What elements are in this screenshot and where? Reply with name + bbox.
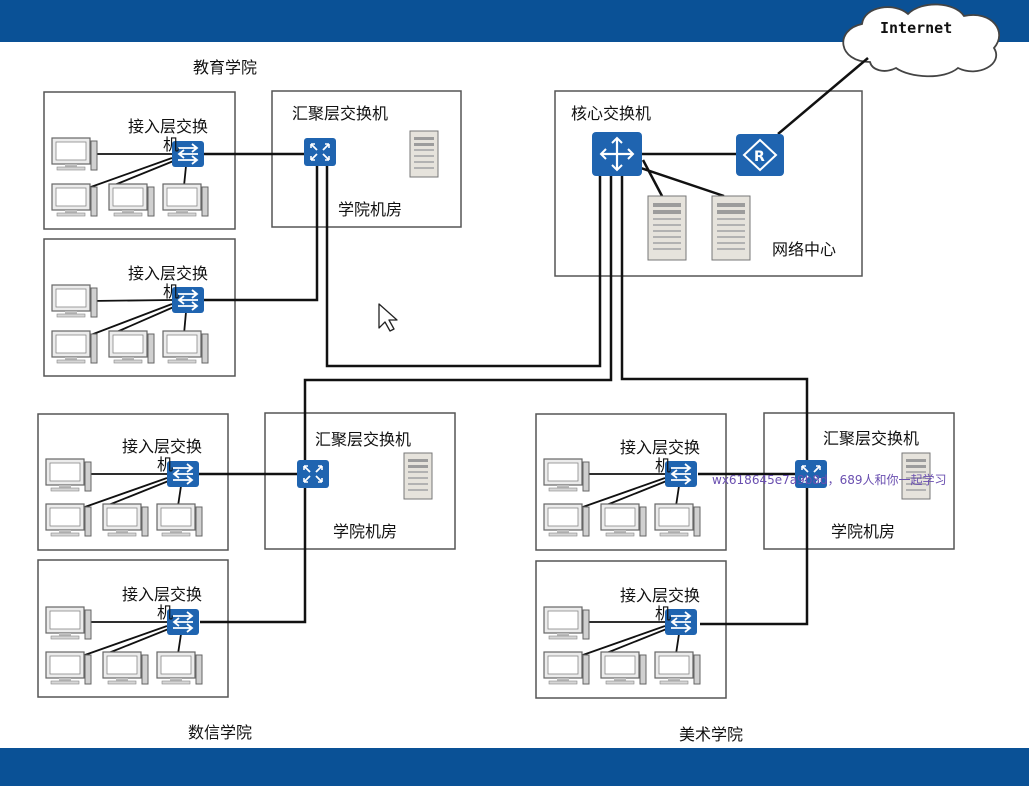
- svg-text:R: R: [754, 149, 765, 165]
- core-room-label: 网络中心: [772, 240, 836, 259]
- server-icon: [409, 130, 439, 178]
- room-label-edu: 学院机房: [338, 200, 402, 219]
- access-label-cont: 机: [163, 135, 179, 154]
- access-label: 接入层交换: [620, 586, 700, 605]
- cloud-icon: [842, 3, 1000, 78]
- core-title: 核心交换机: [571, 104, 651, 123]
- bottom-band: [0, 748, 1029, 786]
- server-icon: [647, 195, 687, 261]
- access-label: 接入层交换: [128, 264, 208, 283]
- pc-links: [81, 153, 680, 657]
- college-name-art: 美术学院: [679, 725, 743, 744]
- agg-title-art: 汇聚层交换机: [823, 429, 919, 448]
- access-label: 接入层交换: [122, 585, 202, 604]
- mouse-cursor-icon: [378, 303, 398, 332]
- core-switch-icon: [592, 132, 642, 176]
- core-box: [554, 90, 863, 277]
- backbone-links: [199, 57, 869, 626]
- agg-title-shuxin: 汇聚层交换机: [315, 430, 411, 449]
- aggregation-switch-icon: [303, 137, 337, 167]
- server-icon: [711, 195, 751, 261]
- access-label: 接入层交换: [620, 438, 700, 457]
- room-label-art: 学院机房: [831, 522, 895, 541]
- router-icon: R: [736, 134, 784, 176]
- access-label-cont: 机: [655, 456, 671, 475]
- aggregation-switch-icon: [296, 459, 330, 489]
- college-name-shuxin: 数信学院: [188, 723, 252, 742]
- access-label-cont: 机: [163, 282, 179, 301]
- access-label-cont: 机: [655, 604, 671, 623]
- internet-label: Internet: [880, 19, 952, 37]
- watermark-text: wx618645e7a9b8d，689人和你一起学习: [712, 472, 947, 487]
- access-label-cont: 机: [157, 455, 173, 474]
- access-label: 接入层交换: [128, 117, 208, 136]
- server-icon: [403, 452, 433, 500]
- access-label: 接入层交换: [122, 437, 202, 456]
- agg-title-edu: 汇聚层交换机: [292, 104, 388, 123]
- access-label-cont: 机: [157, 603, 173, 622]
- college-name-edu: 教育学院: [193, 58, 257, 77]
- room-label-shuxin: 学院机房: [333, 522, 397, 541]
